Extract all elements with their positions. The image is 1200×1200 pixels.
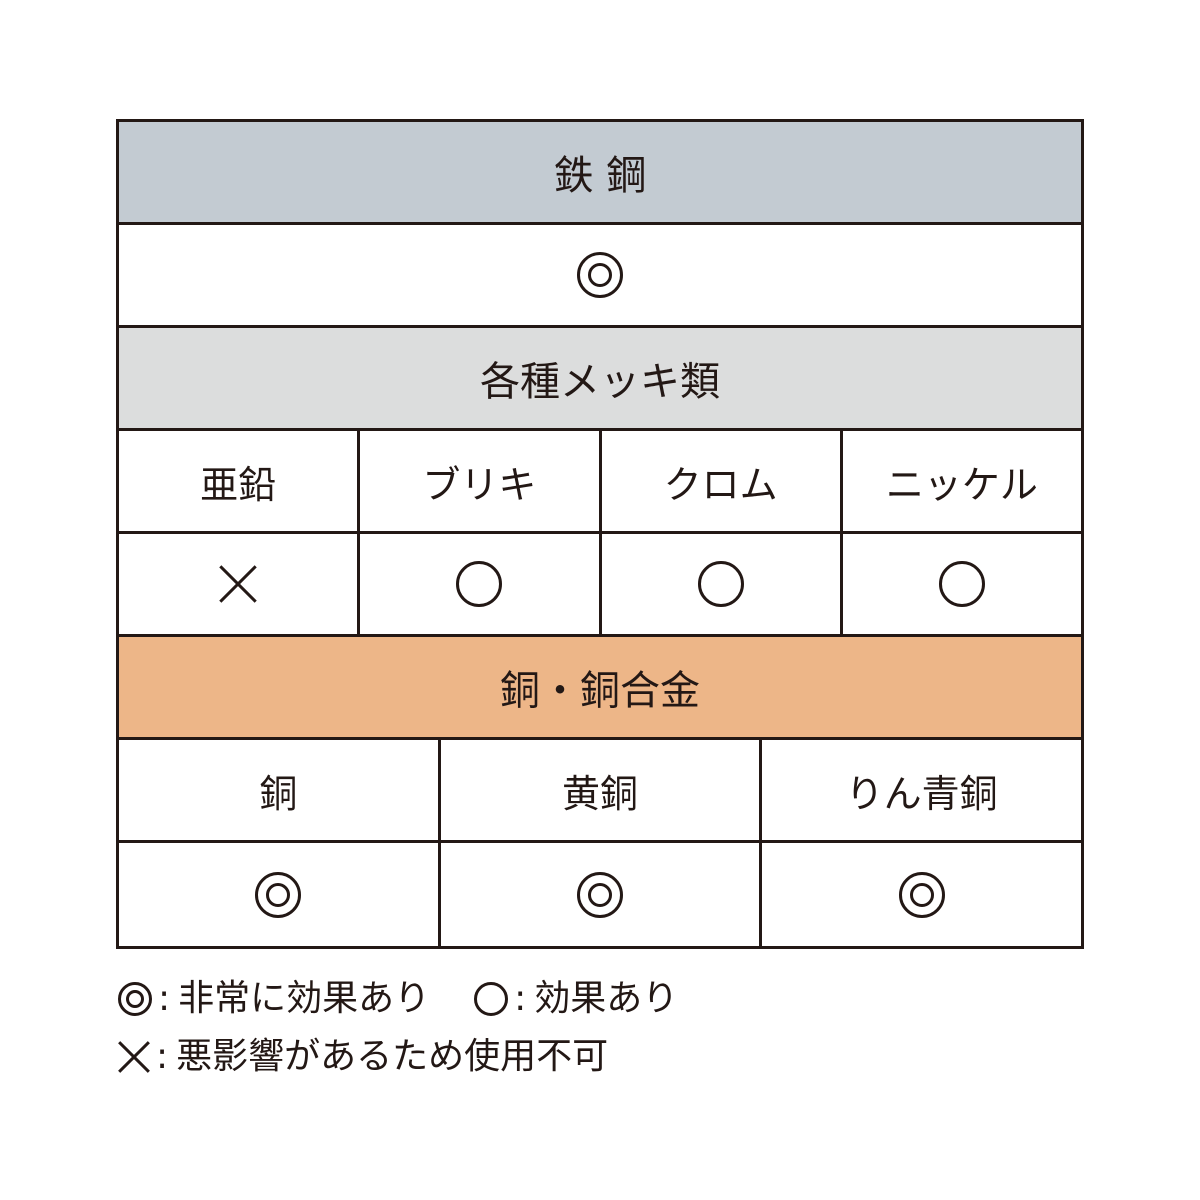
legend-separator: : xyxy=(514,978,527,1019)
legend-separator: : xyxy=(156,1036,169,1077)
plating-rating-nickel xyxy=(843,534,1081,634)
copper-label-copper: 銅 xyxy=(119,740,441,840)
legend-text: 悪影響があるため使用不可 xyxy=(176,1036,609,1077)
copper-label-phosphor-bronze: りん青銅 xyxy=(845,771,998,816)
compatibility-table: 鉄 鋼 各種メッキ類 亜鉛 ブリキ クロム ニッケル 銅・銅合金 銅 黄銅 りん… xyxy=(116,119,1084,949)
cross-icon xyxy=(219,565,257,603)
legend-text: 非常に効果あり xyxy=(178,978,431,1019)
copper-header: 銅・銅合金 xyxy=(500,668,700,714)
circle-icon xyxy=(697,561,744,607)
plating-label-zinc: 亜鉛 xyxy=(119,431,361,531)
steel-rating-row xyxy=(119,225,1081,328)
legend-line-2: : 悪影響があるため使用不可 xyxy=(118,1028,722,1086)
copper-label-brass: 黄銅 xyxy=(441,740,763,840)
steel-rating-cell xyxy=(119,225,1081,325)
legend-item-double-circle: : 非常に効果あり xyxy=(118,970,430,1028)
legend-separator: : xyxy=(158,978,171,1019)
double-circle-icon xyxy=(898,871,945,918)
copper-header-row: 銅・銅合金 xyxy=(119,637,1081,740)
plating-label-chrome: クロム xyxy=(602,431,843,531)
circle-icon xyxy=(938,561,985,607)
cross-icon xyxy=(118,1041,150,1073)
plating-label-nickel: ニッケル xyxy=(885,462,1038,507)
steel-header: 鉄 鋼 xyxy=(553,153,647,199)
double-circle-icon xyxy=(255,871,302,918)
plating-header-row: 各種メッキ類 xyxy=(119,328,1081,431)
legend-item-cross: : 悪影響があるため使用不可 xyxy=(118,1028,608,1086)
copper-rating-row xyxy=(119,843,1081,946)
steel-header-row: 鉄 鋼 xyxy=(119,122,1081,225)
copper-rating-copper xyxy=(119,843,441,946)
legend-text: 効果あり xyxy=(534,978,679,1019)
legend: : 非常に効果あり : 効果あり : 悪影響があるため使用不可 xyxy=(118,970,722,1086)
double-circle-icon xyxy=(577,871,623,918)
double-circle-icon xyxy=(577,252,623,298)
circle-icon xyxy=(474,982,509,1016)
plating-rating-tin xyxy=(360,534,602,634)
copper-rating-phosphor-bronze xyxy=(762,843,1081,946)
legend-item-circle: : 効果あり xyxy=(474,970,678,1028)
plating-label-tin: ブリキ xyxy=(360,431,602,531)
plating-header: 各種メッキ類 xyxy=(480,359,720,405)
copper-label-row: 銅 黄銅 りん青銅 xyxy=(119,740,1081,843)
legend-line-1: : 非常に効果あり : 効果あり xyxy=(118,970,722,1028)
circle-icon xyxy=(456,561,503,607)
double-circle-icon xyxy=(118,982,152,1016)
plating-rating-chrome xyxy=(602,534,843,634)
plating-rating-zinc xyxy=(119,534,361,634)
plating-rating-row xyxy=(119,534,1081,637)
copper-rating-brass xyxy=(441,843,763,946)
plating-label-row: 亜鉛 ブリキ クロム ニッケル xyxy=(119,431,1081,534)
